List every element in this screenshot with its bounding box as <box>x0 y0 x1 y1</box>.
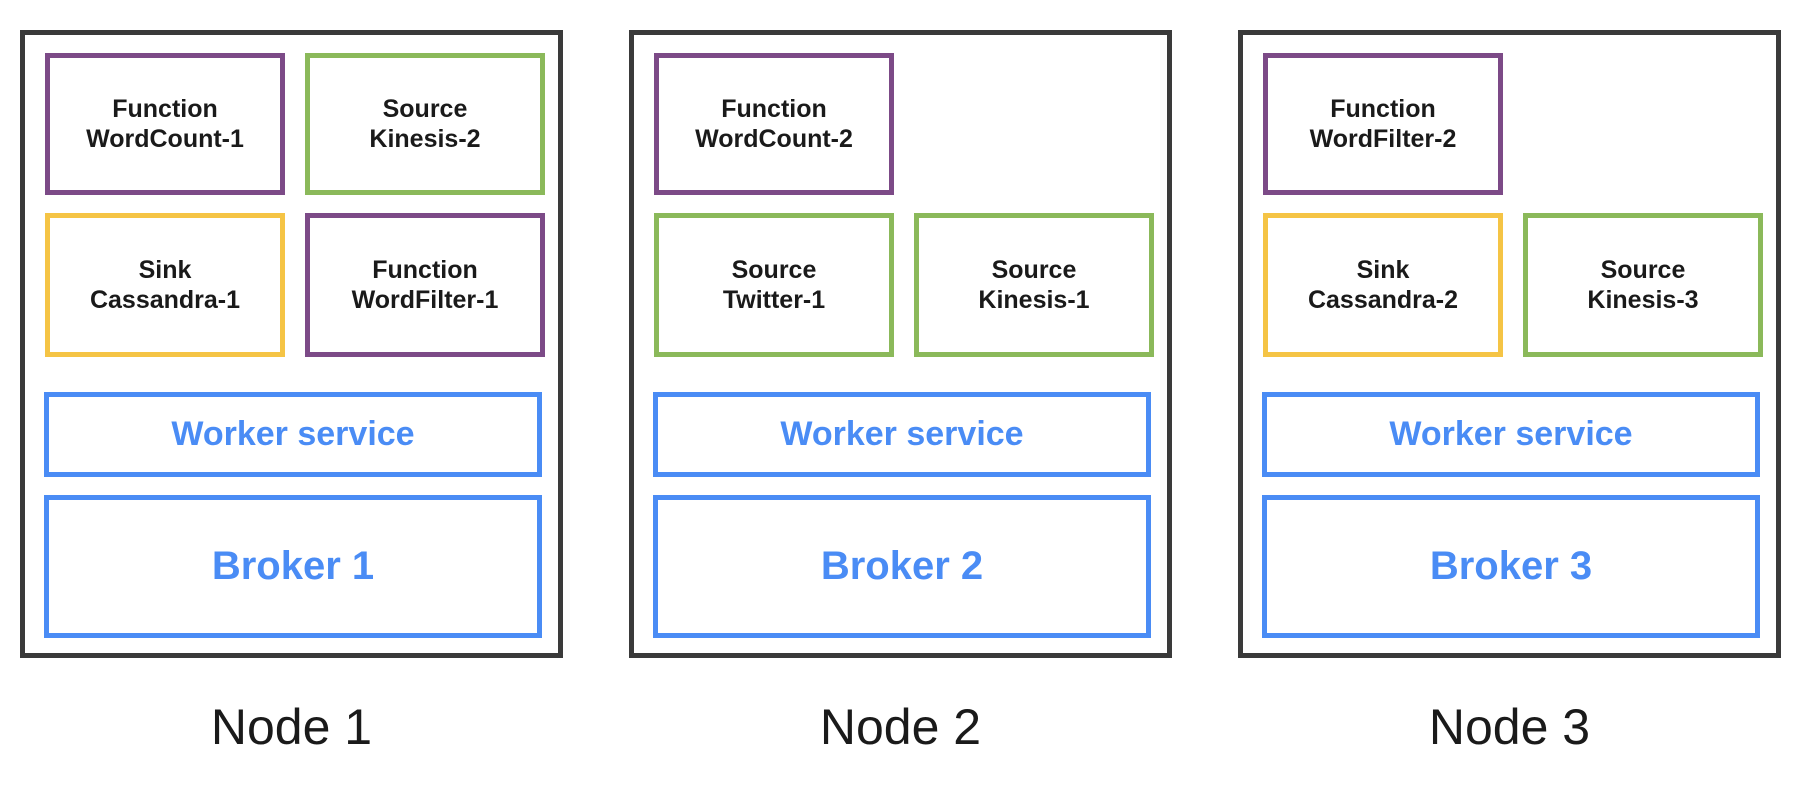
worker-service-label: Worker service <box>1389 415 1633 453</box>
component-label-line1: Function <box>112 95 218 123</box>
component-label-line1: Function <box>1330 95 1436 123</box>
broker-label: Broker 1 <box>211 544 375 588</box>
component-label-line1: Sink <box>138 256 192 284</box>
node-3-label: Node 3 <box>1428 699 1591 755</box>
worker-service-label: Worker service <box>780 415 1024 453</box>
component-sink-cassandra-1: Sink Cassandra-1 <box>45 213 285 357</box>
component-label-line2: WordCount-1 <box>86 125 244 153</box>
broker-label: Broker 3 <box>1429 544 1593 588</box>
node-3-container: Function WordFilter-2 Sink Cassandra-2 S… <box>1238 30 1781 658</box>
component-label-line2: Kinesis-2 <box>369 125 481 153</box>
component-source-kinesis-2: Source Kinesis-2 <box>305 53 545 195</box>
broker-2-box: Broker 2 <box>653 495 1151 638</box>
component-label-line1: Sink <box>1356 256 1410 284</box>
component-label-line1: Source <box>991 256 1077 284</box>
worker-service-box: Worker service <box>1262 392 1760 477</box>
component-label-line1: Function <box>721 95 827 123</box>
component-function-wordfilter-1: Function WordFilter-1 <box>305 213 545 357</box>
component-label-line2: WordFilter-1 <box>351 286 499 314</box>
component-label-line2: Cassandra-1 <box>89 286 241 314</box>
component-function-wordcount-2: Function WordCount-2 <box>654 53 894 195</box>
component-label-line1: Source <box>1600 256 1686 284</box>
component-label-line1: Source <box>382 95 468 123</box>
component-source-kinesis-3: Source Kinesis-3 <box>1523 213 1763 357</box>
node-2-label: Node 2 <box>819 699 982 755</box>
component-label-line2: WordCount-2 <box>695 125 853 153</box>
component-label-line2: Twitter-1 <box>722 286 826 314</box>
worker-service-label: Worker service <box>171 415 415 453</box>
component-label-line2: WordFilter-2 <box>1309 125 1457 153</box>
component-function-wordcount-1: Function WordCount-1 <box>45 53 285 195</box>
node-2-container: Function WordCount-2 Source Twitter-1 So… <box>629 30 1172 658</box>
node-1-label: Node 1 <box>210 699 373 755</box>
component-function-wordfilter-2: Function WordFilter-2 <box>1263 53 1503 195</box>
node-1-container: Function WordCount-1 Source Kinesis-2 Si… <box>20 30 563 658</box>
broker-label: Broker 2 <box>820 544 984 588</box>
component-label-line1: Function <box>372 256 478 284</box>
component-source-kinesis-1: Source Kinesis-1 <box>914 213 1154 357</box>
worker-service-box: Worker service <box>653 392 1151 477</box>
broker-1-box: Broker 1 <box>44 495 542 638</box>
broker-3-box: Broker 3 <box>1262 495 1760 638</box>
component-label-line2: Cassandra-2 <box>1307 286 1459 314</box>
component-label-line1: Source <box>731 256 817 284</box>
component-label-line2: Kinesis-1 <box>978 286 1090 314</box>
component-source-twitter-1: Source Twitter-1 <box>654 213 894 357</box>
component-label-line2: Kinesis-3 <box>1587 286 1699 314</box>
component-sink-cassandra-2: Sink Cassandra-2 <box>1263 213 1503 357</box>
worker-service-box: Worker service <box>44 392 542 477</box>
